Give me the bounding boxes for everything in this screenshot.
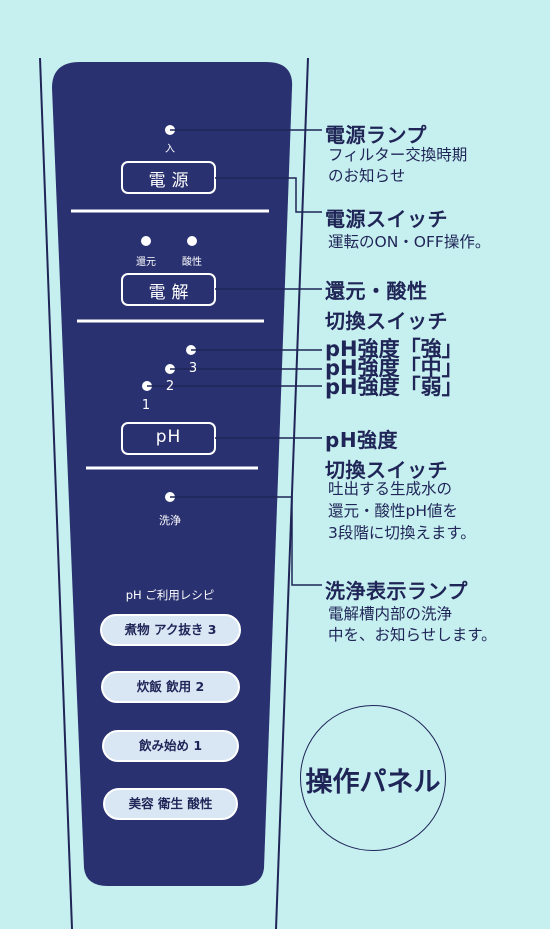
power-switch-description: 運転のON・OFF操作。 [328,233,491,251]
title-circle [300,705,446,851]
leader-wash [170,496,322,586]
housing-outline [39,57,309,929]
wash-label: 洗浄 [159,514,181,527]
reduction-acid-switch-heading: 還元・酸性 切換スイッチ [325,279,448,333]
power-switch-heading: 電源スイッチ [325,207,448,231]
electrolysis-button-label[interactable]: 電解 [148,283,195,303]
power-button-label[interactable]: 電源 [148,171,195,191]
ph-strength-medium: pH強度「中」 [325,356,463,380]
ph-level-3-label: 3 [188,361,198,376]
ph-strength-strong: pH強度「強」 [325,337,463,361]
recipe-button-2[interactable]: 炊飯 飲用 2 [101,671,240,703]
recipe-title: pH ご利用レシピ [125,588,215,602]
reduction-lamp [141,236,151,246]
recipe-button-acid[interactable]: 美容 衛生 酸性 [103,788,238,820]
wash-lamp-heading: 洗浄表示ランプ [325,579,468,603]
power-lamp-heading: 電源ランプ [325,123,427,147]
acidity-label: 酸性 [182,257,202,268]
ph-level-1-label: 1 [141,398,151,413]
ph-level-2-label: 2 [165,379,175,394]
recipe-button-1[interactable]: 飲み始め 1 [102,730,239,762]
ph-switch-description: 吐出する生成水の 還元・酸性pH値を 3段階に切換えます。 [328,480,476,542]
ph-strength-weak: pH強度「弱」 [325,375,463,399]
recipe-button-3[interactable]: 煮物 アク抜き 3 [100,614,241,646]
power-on-label: 入 [165,144,175,155]
wash-lamp-description: 電解槽内部の洗浄 中を、お知らせします。 [328,605,497,644]
ph-switch-heading: pH強度 切換スイッチ [325,428,448,482]
reduction-label: 還元 [136,257,156,268]
diagram-title: 操作パネル [305,767,441,798]
leader-power-switch [215,177,322,213]
power-lamp-description: フィルター交換時期 のお知らせ [328,146,468,185]
ph-button-label[interactable]: pH [155,427,182,447]
acidity-lamp [187,236,197,246]
